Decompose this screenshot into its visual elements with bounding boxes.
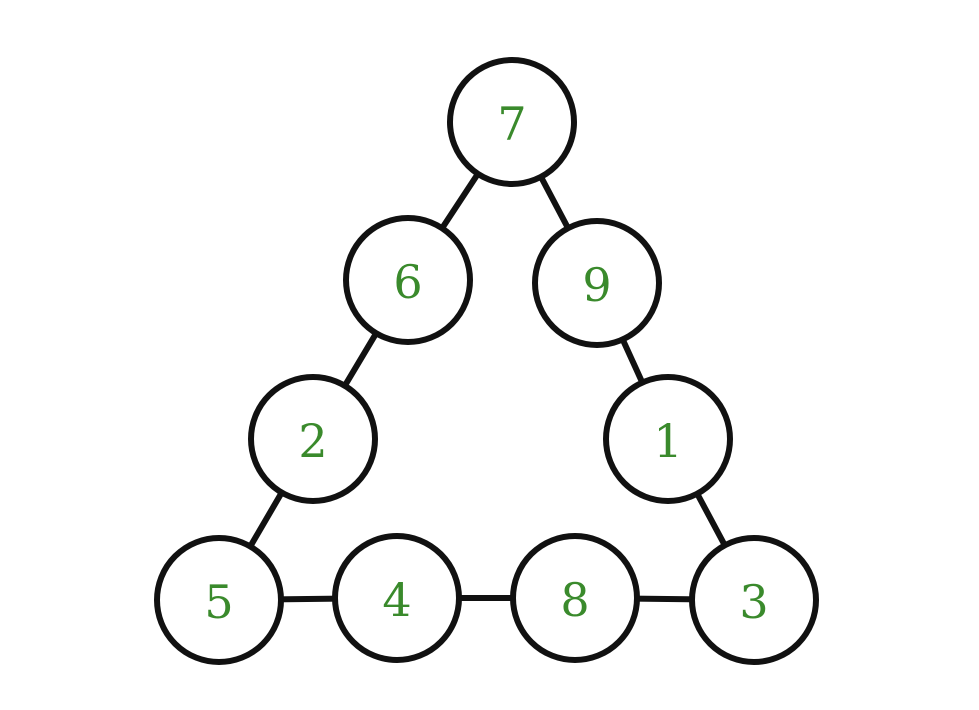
node-circle-right-middle <box>603 374 733 504</box>
node-label-left-middle: 2 <box>298 414 327 468</box>
node-layer: 7 6 9 2 1 5 4 8 3 <box>154 57 819 665</box>
node-label-bottom-inner-left: 4 <box>382 573 411 627</box>
node-circle-left-upper <box>343 215 473 345</box>
node-bottom-left: 5 <box>154 535 284 665</box>
node-bottom-inner-right: 8 <box>510 533 640 663</box>
node-label-bottom-right: 3 <box>739 575 768 629</box>
node-label-bottom-inner-right: 8 <box>560 573 589 627</box>
node-circle-bottom-right <box>689 535 819 665</box>
node-right-upper: 9 <box>532 218 662 348</box>
node-bottom-inner-left: 4 <box>332 533 462 663</box>
node-circle-bottom-inner-left <box>332 533 462 663</box>
node-label-right-middle: 1 <box>653 414 682 468</box>
node-label-top: 7 <box>497 97 526 151</box>
node-bottom-right: 3 <box>689 535 819 665</box>
node-left-upper: 6 <box>343 215 473 345</box>
node-left-middle: 2 <box>248 374 378 504</box>
node-label-right-upper: 9 <box>582 258 611 312</box>
node-top: 7 <box>447 57 577 187</box>
node-circle-bottom-left <box>154 535 284 665</box>
node-right-middle: 1 <box>603 374 733 504</box>
node-circle-bottom-inner-right <box>510 533 640 663</box>
node-circle-left-middle <box>248 374 378 504</box>
node-circle-right-upper <box>532 218 662 348</box>
node-label-left-upper: 6 <box>393 255 422 309</box>
node-circle-top <box>447 57 577 187</box>
edge-layer <box>216 119 757 603</box>
node-label-bottom-left: 5 <box>204 575 233 629</box>
